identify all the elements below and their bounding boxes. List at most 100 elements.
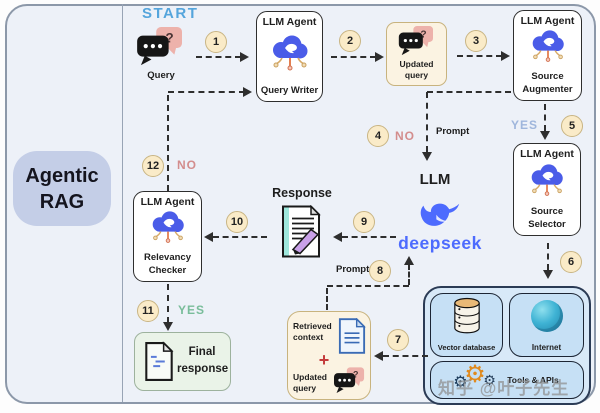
relevancy-checker-label: Relevancy Checker xyxy=(143,252,191,276)
step-badge-5: 5 xyxy=(561,115,583,137)
internet-label: Internet xyxy=(531,343,562,352)
node-query-writer: LLM Agent Query Writer xyxy=(256,11,323,102)
agent-cloud-icon xyxy=(526,29,570,70)
response-document-icon xyxy=(279,204,323,263)
arrow-step-2 xyxy=(331,56,376,58)
agent-cloud-icon xyxy=(267,34,313,79)
yes-label-relevant: YES xyxy=(178,303,206,317)
relevancy-checker-title: LLM Agent xyxy=(140,196,195,208)
arrow-step-4-vertical xyxy=(426,92,428,152)
deepseek-wordmark: deepseek xyxy=(398,233,482,253)
final-document-icon xyxy=(144,340,174,388)
updated-query-chat-icon: ? xyxy=(387,26,446,58)
prompt-label-direct: Prompt xyxy=(436,126,470,137)
step-badge-9: 9 xyxy=(353,211,375,233)
query-chat-icon: ? xyxy=(136,27,186,69)
node-source-augmenter: LLM Agent Source Augmenter xyxy=(513,10,582,101)
arrow-step-12-vertical xyxy=(167,95,169,191)
arrow-step-5 xyxy=(544,104,546,131)
retrieved-updated-query-label: Updated query xyxy=(293,372,327,394)
arrowhead-step-5 xyxy=(540,131,550,140)
arrowhead-step-10 xyxy=(204,232,213,242)
gear-icon: ⚙ xyxy=(453,374,468,391)
agent-cloud-icon xyxy=(146,210,190,251)
watermark: 知乎 @叶子先生 xyxy=(438,379,570,398)
final-response-label: Final response xyxy=(177,346,229,376)
gears-icon: ⚙ ⚙ ⚙ xyxy=(453,361,499,395)
arrowhead-step-1 xyxy=(240,52,249,62)
arrowhead-step-12 xyxy=(243,87,252,97)
response-label: Response xyxy=(272,186,332,200)
agent-cloud-icon xyxy=(525,163,569,204)
vector-database-label: Vector database xyxy=(437,343,496,352)
arrow-step-8-up1 xyxy=(326,288,328,310)
arrow-step-9 xyxy=(342,236,396,238)
llm-label: LLM xyxy=(419,171,451,188)
arrowhead-step-6 xyxy=(543,270,553,279)
arrow-step-3 xyxy=(457,55,502,57)
globe-icon xyxy=(530,300,563,332)
step-badge-6: 6 xyxy=(560,251,582,273)
arrowhead-step-9 xyxy=(333,232,342,242)
panel-divider xyxy=(122,4,123,402)
step-badge-10: 10 xyxy=(226,211,248,233)
arrow-step-7 xyxy=(383,355,428,357)
no-label-relevant: NO xyxy=(177,158,197,172)
query-writer-title: LLM Agent xyxy=(262,16,317,28)
query-label: Query xyxy=(147,70,175,81)
arrowhead-step-2 xyxy=(375,52,384,62)
chat-icon: ? xyxy=(334,367,366,401)
gear-icon: ⚙ xyxy=(464,361,486,388)
yes-label-augment: YES xyxy=(511,118,539,132)
arrow-step-1 xyxy=(196,56,241,58)
start-label: START xyxy=(142,5,199,22)
step-badge-2: 2 xyxy=(339,30,361,52)
document-icon xyxy=(338,317,366,359)
step-badge-3: 3 xyxy=(465,30,487,52)
arrowhead-step-8 xyxy=(404,256,414,265)
node-internet: Internet xyxy=(509,293,584,357)
arrowhead-step-7 xyxy=(374,351,383,361)
question-mark: ? xyxy=(166,30,174,45)
node-tools-apis: ⚙ ⚙ ⚙ Tools & APIs xyxy=(430,361,584,399)
updated-query-label: Updated query xyxy=(399,59,434,81)
step-badge-4: 4 xyxy=(367,125,389,147)
tools-apis-label: Tools & APIs xyxy=(507,375,559,385)
arrow-step-6 xyxy=(547,243,549,270)
arrow-step-8-horizontal xyxy=(327,285,409,287)
arrowhead-step-3 xyxy=(501,51,510,61)
node-source-selector: LLM Agent Source Selector xyxy=(513,143,581,236)
query-writer-label: Query Writer xyxy=(260,84,319,96)
arrow-step-10 xyxy=(213,236,267,238)
arrowhead-step-4 xyxy=(422,152,432,161)
node-final-response: Final response xyxy=(134,332,231,391)
agentic-rag-title: Agentic RAG xyxy=(13,151,111,226)
question-mark: ? xyxy=(353,370,358,380)
arrowhead-step-11 xyxy=(163,322,173,331)
arrow-step-4-horizontal xyxy=(427,91,511,93)
node-retrieved-context: Retrieved context + Updated query ? xyxy=(287,311,371,400)
database-icon xyxy=(451,297,483,340)
prompt-label-rag: Prompt xyxy=(336,264,370,275)
source-selector-title: LLM Agent xyxy=(520,148,574,160)
arrow-step-12-horizontal xyxy=(168,91,245,93)
step-badge-7: 7 xyxy=(387,329,409,351)
arrow-step-8-up2 xyxy=(408,264,410,285)
step-badge-12: 12 xyxy=(142,155,164,177)
gear-icon: ⚙ xyxy=(483,372,496,388)
source-augmenter-label: Source Augmenter xyxy=(522,71,573,95)
arrow-step-11 xyxy=(167,284,169,323)
question-mark: ? xyxy=(420,30,426,41)
plus-sign: + xyxy=(318,350,330,370)
no-label-augment: NO xyxy=(395,129,415,143)
source-augmenter-title: LLM Agent xyxy=(520,15,575,27)
node-updated-query: ? Updated query xyxy=(386,22,447,86)
node-relevancy-checker: LLM Agent Relevancy Checker xyxy=(133,191,202,282)
step-badge-8: 8 xyxy=(369,260,391,282)
source-selector-label: Source Selector xyxy=(528,206,566,230)
deepseek-whale-icon xyxy=(417,201,463,239)
retrieved-context-label: Retrieved context xyxy=(293,321,332,343)
step-badge-1: 1 xyxy=(205,31,227,53)
node-vector-database: Vector database xyxy=(430,293,503,357)
step-badge-11: 11 xyxy=(137,300,159,322)
